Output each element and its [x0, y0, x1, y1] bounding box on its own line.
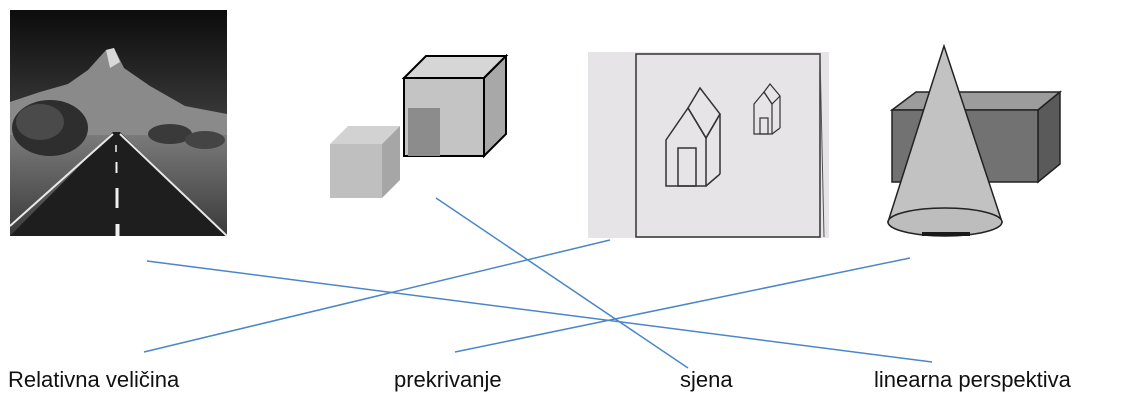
connector-line [435, 197, 689, 369]
label-linear-perspective: linearna perspektiva [874, 367, 1071, 392]
connector-line [454, 257, 911, 353]
label-relative-size: Relativna veličina [8, 367, 180, 392]
road-landscape-image [10, 10, 227, 236]
label-shadow: sjena [680, 367, 733, 392]
house-drawing-image [588, 52, 829, 238]
connector-line [146, 260, 933, 363]
shaded-cubes-image [328, 52, 518, 202]
label-overlap: prekrivanje [394, 367, 502, 392]
cone-in-front-of-box-image [884, 44, 1064, 242]
connector-line [143, 239, 611, 353]
